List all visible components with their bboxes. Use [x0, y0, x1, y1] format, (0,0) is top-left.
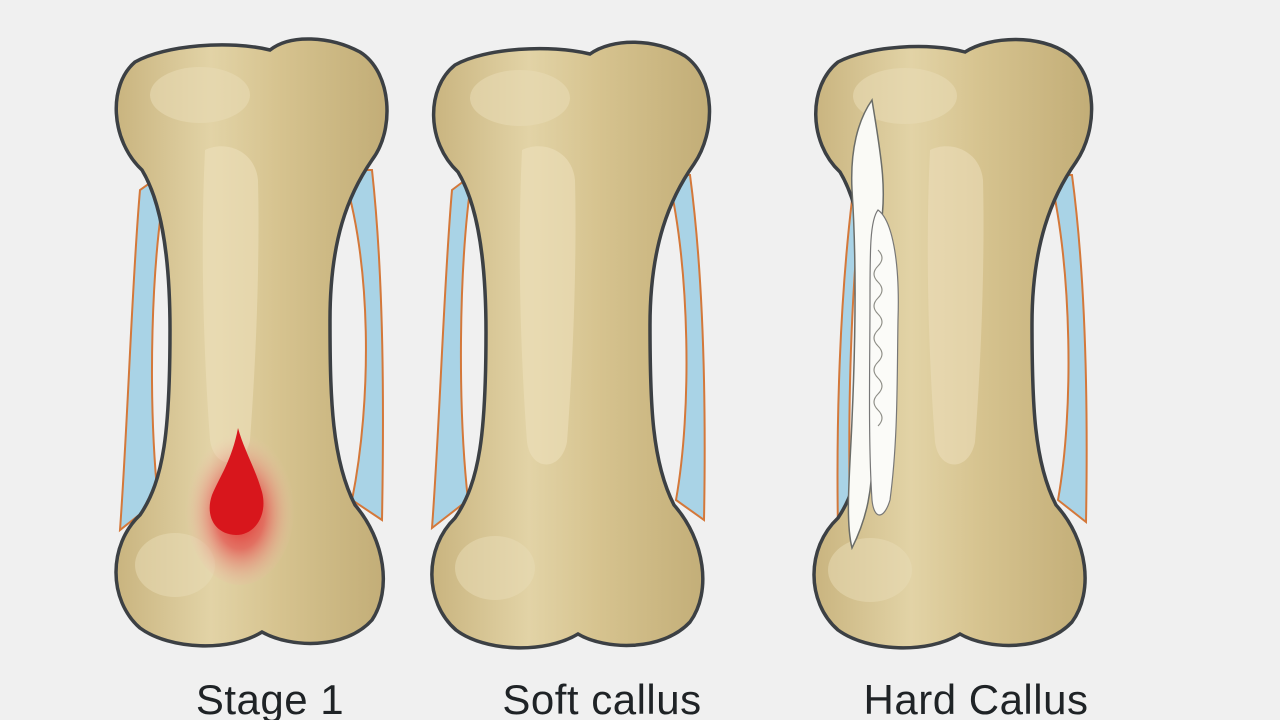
caption-soft-callus: Soft callus — [502, 676, 702, 720]
bone-highlight — [519, 146, 576, 465]
caption-stage-1: Stage 1 — [195, 676, 345, 720]
callus-inner — [868, 209, 899, 516]
periosteum-left — [430, 172, 474, 531]
periosteum-left — [118, 167, 170, 533]
bone-soft-callus — [430, 40, 712, 650]
epiphysis-highlight-top — [470, 70, 570, 126]
epiphysis-highlight-top — [853, 68, 957, 124]
bone-hard-callus — [812, 37, 1094, 650]
periosteum-right — [340, 169, 384, 522]
bone-stage-1 — [114, 37, 389, 648]
callus-texture — [873, 249, 883, 427]
periosteum-right — [1048, 174, 1088, 525]
epiphysis-highlight-bottom — [828, 538, 912, 602]
caption-hard-callus: Hard Callus — [863, 676, 1089, 720]
epiphysis-highlight-bottom — [455, 536, 535, 600]
bone-highlight — [927, 146, 984, 465]
bone-highlight — [202, 146, 259, 463]
epiphysis-highlight-top — [150, 67, 250, 123]
periosteum-right — [666, 174, 706, 522]
hematoma — [209, 428, 264, 535]
